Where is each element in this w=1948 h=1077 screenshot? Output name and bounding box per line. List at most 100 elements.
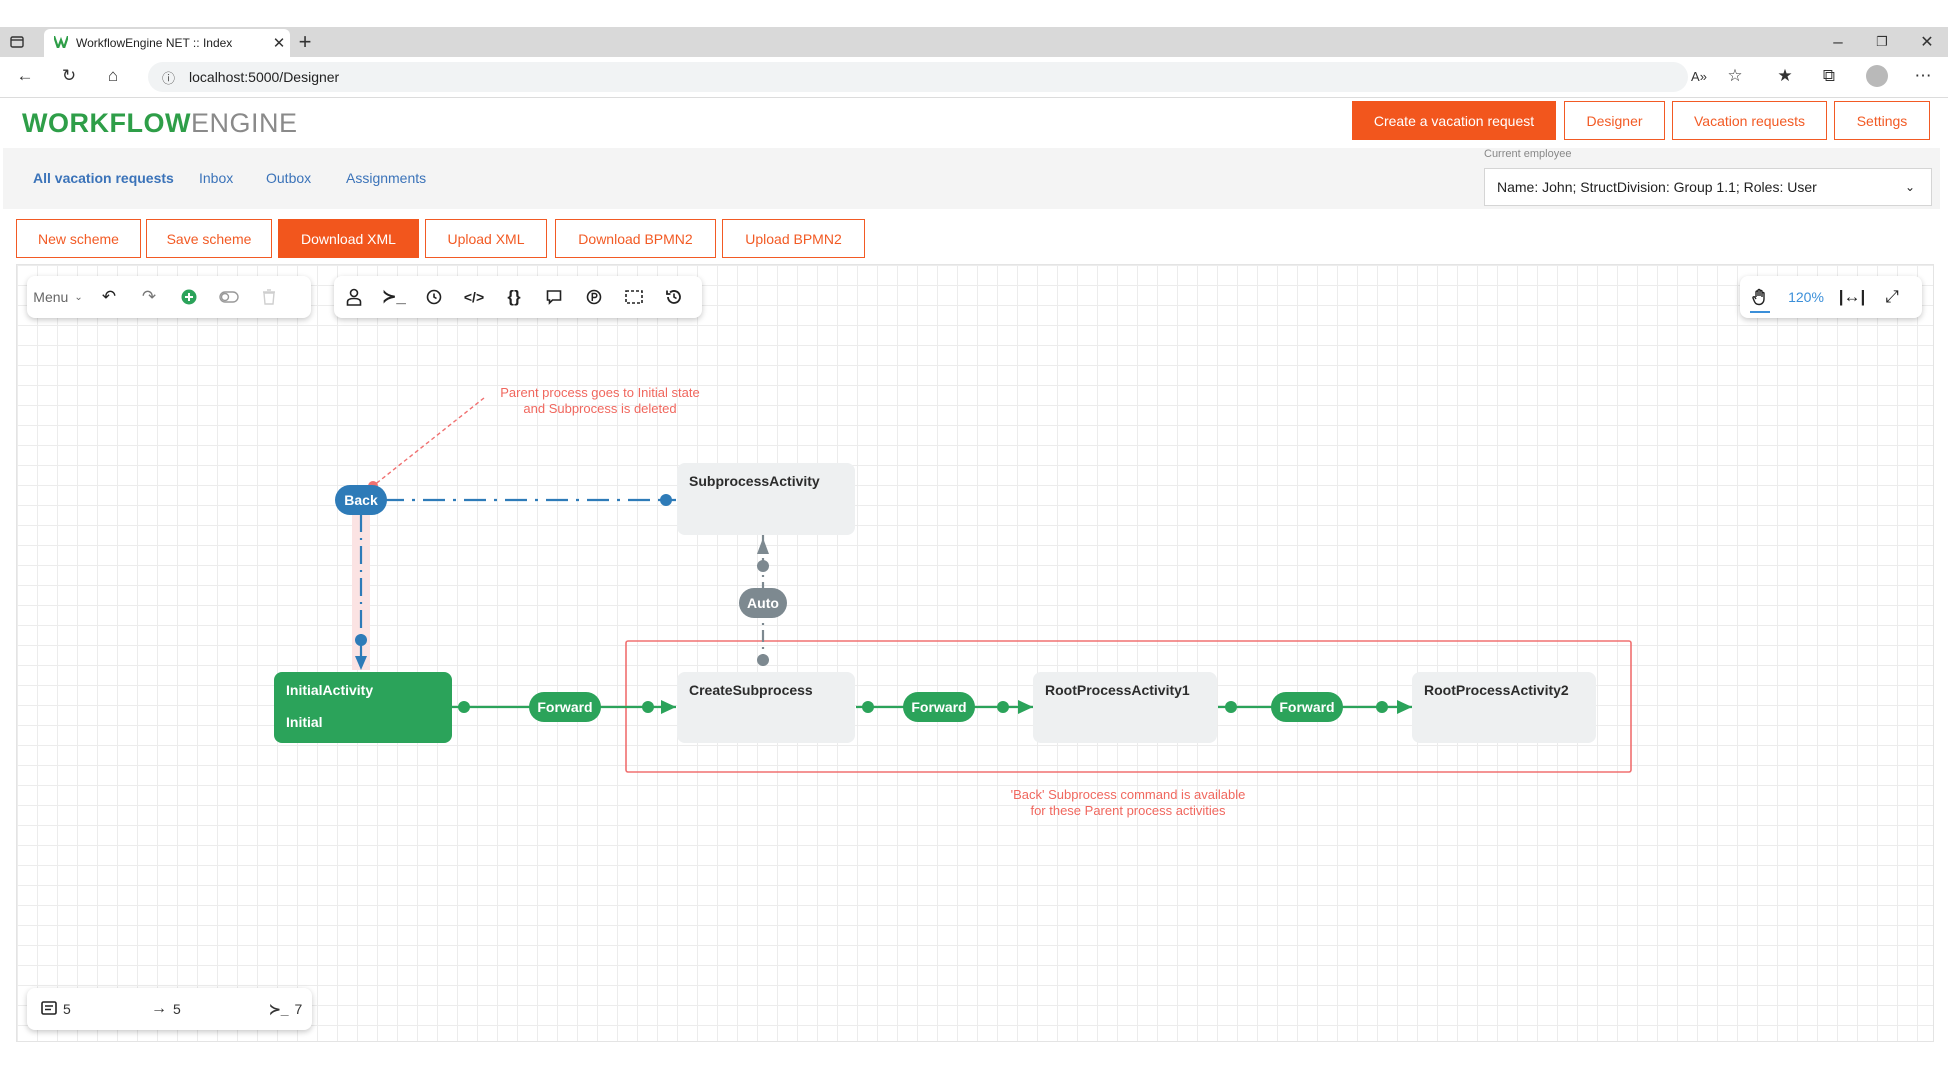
- annotation-top-line1: Parent process goes to Initial state: [500, 385, 700, 400]
- forward3-dot-end: [1376, 701, 1388, 713]
- auto-arrowhead: [757, 538, 769, 554]
- chevron-down-icon: ⌄: [74, 291, 83, 303]
- favorites-icon[interactable]: ★: [1777, 66, 1793, 85]
- back-icon[interactable]: ←: [16, 66, 34, 85]
- fit-width-icon[interactable]: |↔|: [1838, 287, 1866, 306]
- annotation-bottom-line2: for these Parent process activities: [1030, 803, 1226, 818]
- nav-inbox[interactable]: Inbox: [199, 170, 234, 186]
- read-aloud-icon[interactable]: A»: [1691, 68, 1707, 84]
- activity-subprocess[interactable]: SubprocessActivity: [677, 463, 855, 535]
- url-text: localhost:5000/Designer: [189, 69, 340, 85]
- chevron-down-icon: ⌄: [1905, 180, 1916, 194]
- redo-icon[interactable]: ↷: [141, 287, 157, 306]
- designer-elements-panel: ≻_ </> {}: [334, 276, 702, 318]
- download-bpmn2-button[interactable]: Download BPMN2: [555, 219, 716, 258]
- parameters-icon[interactable]: {}: [507, 287, 521, 306]
- transitions-icon: →: [151, 1000, 167, 1017]
- minimize-icon[interactable]: –: [1833, 32, 1843, 51]
- current-employee-select[interactable]: Name: John; StructDivision: Group 1.1; R…: [1484, 168, 1932, 206]
- activity-create-subprocess[interactable]: CreateSubprocess: [677, 672, 855, 743]
- nav-all-vacation-requests[interactable]: All vacation requests: [33, 170, 174, 186]
- designer-button[interactable]: Designer: [1564, 101, 1665, 140]
- new-scheme-button[interactable]: New scheme: [16, 219, 141, 258]
- forward2-dot-start: [862, 701, 874, 713]
- new-tab-icon[interactable]: +: [298, 29, 312, 54]
- url-field[interactable]: ⓘ localhost:5000/Designer: [148, 62, 1688, 92]
- process-parameters-icon[interactable]: [574, 279, 614, 315]
- collections-icon[interactable]: ⧉: [1822, 66, 1836, 85]
- command-forward-2[interactable]: Forward: [903, 692, 975, 722]
- selection-icon[interactable]: [614, 279, 654, 315]
- activity-root-process-2-name: RootProcessActivity2: [1424, 682, 1569, 698]
- command-forward-3[interactable]: Forward: [1271, 692, 1343, 722]
- undo-icon[interactable]: ↶: [101, 287, 117, 306]
- workflow-favicon-icon: [52, 35, 70, 51]
- activity-subprocess-name: SubprocessActivity: [689, 473, 820, 489]
- stats-activities-count: 5: [63, 1001, 71, 1017]
- browser-tab[interactable]: WorkflowEngine NET :: Index ✕: [44, 29, 290, 57]
- designer-menu-panel: Menu ⌄ ↶ ↷: [27, 276, 311, 318]
- activity-initial-name: InitialActivity: [286, 682, 374, 698]
- vacation-requests-button[interactable]: Vacation requests: [1672, 101, 1827, 140]
- command-back[interactable]: Back: [335, 485, 387, 515]
- upload-bpmn2-button[interactable]: Upload BPMN2: [722, 219, 865, 258]
- back-horizontal-dot: [660, 494, 672, 506]
- activity-root-process-2[interactable]: RootProcessActivity2: [1412, 672, 1596, 743]
- logo-light: ENGINE: [190, 108, 298, 138]
- back-vertical-dot: [355, 634, 367, 646]
- forward2-arrowhead: [1018, 700, 1033, 714]
- stats-activities: 5: [41, 1000, 71, 1018]
- browser-tab-strip: [0, 27, 1948, 57]
- code-actions-icon[interactable]: </>: [463, 289, 485, 305]
- settings-button[interactable]: Settings: [1834, 101, 1930, 140]
- save-scheme-button[interactable]: Save scheme: [146, 219, 272, 258]
- auto-dot-bottom: [757, 654, 769, 666]
- nav-outbox[interactable]: Outbox: [266, 170, 312, 186]
- history-icon[interactable]: [654, 279, 694, 315]
- annotation-bottom-line1: 'Back' Subprocess command is available: [1010, 787, 1246, 802]
- download-xml-button[interactable]: Download XML: [278, 219, 419, 258]
- profile-avatar[interactable]: [1866, 65, 1888, 87]
- nav-assignments[interactable]: Assignments: [346, 170, 427, 186]
- activity-initial[interactable]: InitialActivity Initial: [274, 672, 452, 743]
- home-icon[interactable]: ⌂: [107, 66, 119, 85]
- designer-canvas[interactable]: [16, 264, 1934, 1042]
- annotation-top: Parent process goes to Initial state and…: [440, 385, 760, 417]
- app-logo[interactable]: WORKFLOWENGINE: [22, 108, 297, 139]
- stats-commands-count: 7: [294, 1001, 303, 1017]
- info-icon: ⓘ: [162, 70, 176, 86]
- activity-root-process-1[interactable]: RootProcessActivity1: [1033, 672, 1217, 743]
- tab-title: WorkflowEngine NET :: Index: [76, 36, 233, 50]
- commands-icon: ≻_: [269, 1000, 289, 1017]
- zoom-level[interactable]: 120%: [1788, 289, 1824, 305]
- activity-create-subprocess-name: CreateSubprocess: [689, 682, 813, 698]
- fullscreen-icon[interactable]: ⤢: [1885, 287, 1899, 306]
- command-icon[interactable]: ≻_: [382, 287, 406, 306]
- pan-hand-icon[interactable]: [1740, 279, 1780, 315]
- refresh-icon[interactable]: ↻: [61, 66, 77, 85]
- close-tab-icon[interactable]: ✕: [272, 35, 286, 52]
- actor-icon[interactable]: [334, 279, 374, 315]
- timer-icon[interactable]: [414, 279, 454, 315]
- current-employee-label: Current employee: [1484, 148, 1572, 160]
- add-favorite-icon[interactable]: ☆: [1727, 66, 1743, 85]
- toggle-icon[interactable]: [209, 279, 249, 315]
- forward1-arrowhead: [661, 700, 676, 714]
- more-icon[interactable]: ⋯: [1914, 66, 1932, 85]
- annotation-pointer: [372, 397, 485, 487]
- upload-xml-button[interactable]: Upload XML: [425, 219, 547, 258]
- command-forward-1[interactable]: Forward: [529, 692, 601, 722]
- forward3-dot-start: [1225, 701, 1237, 713]
- auto-dot-top: [757, 560, 769, 572]
- delete-icon[interactable]: [249, 279, 289, 315]
- create-vacation-request-button[interactable]: Create a vacation request: [1352, 101, 1556, 140]
- restore-icon[interactable]: ❐: [1876, 34, 1888, 49]
- stats-panel: 5 → 5 ≻_ 7: [27, 988, 312, 1030]
- close-window-icon[interactable]: ✕: [1920, 34, 1934, 51]
- tab-actions-icon[interactable]: [4, 29, 30, 55]
- command-auto[interactable]: Auto: [739, 588, 787, 618]
- comment-icon[interactable]: [534, 279, 574, 315]
- current-employee-value: Name: John; StructDivision: Group 1.1; R…: [1497, 179, 1817, 195]
- designer-menu[interactable]: Menu ⌄: [27, 289, 89, 305]
- add-activity-icon[interactable]: [169, 279, 209, 315]
